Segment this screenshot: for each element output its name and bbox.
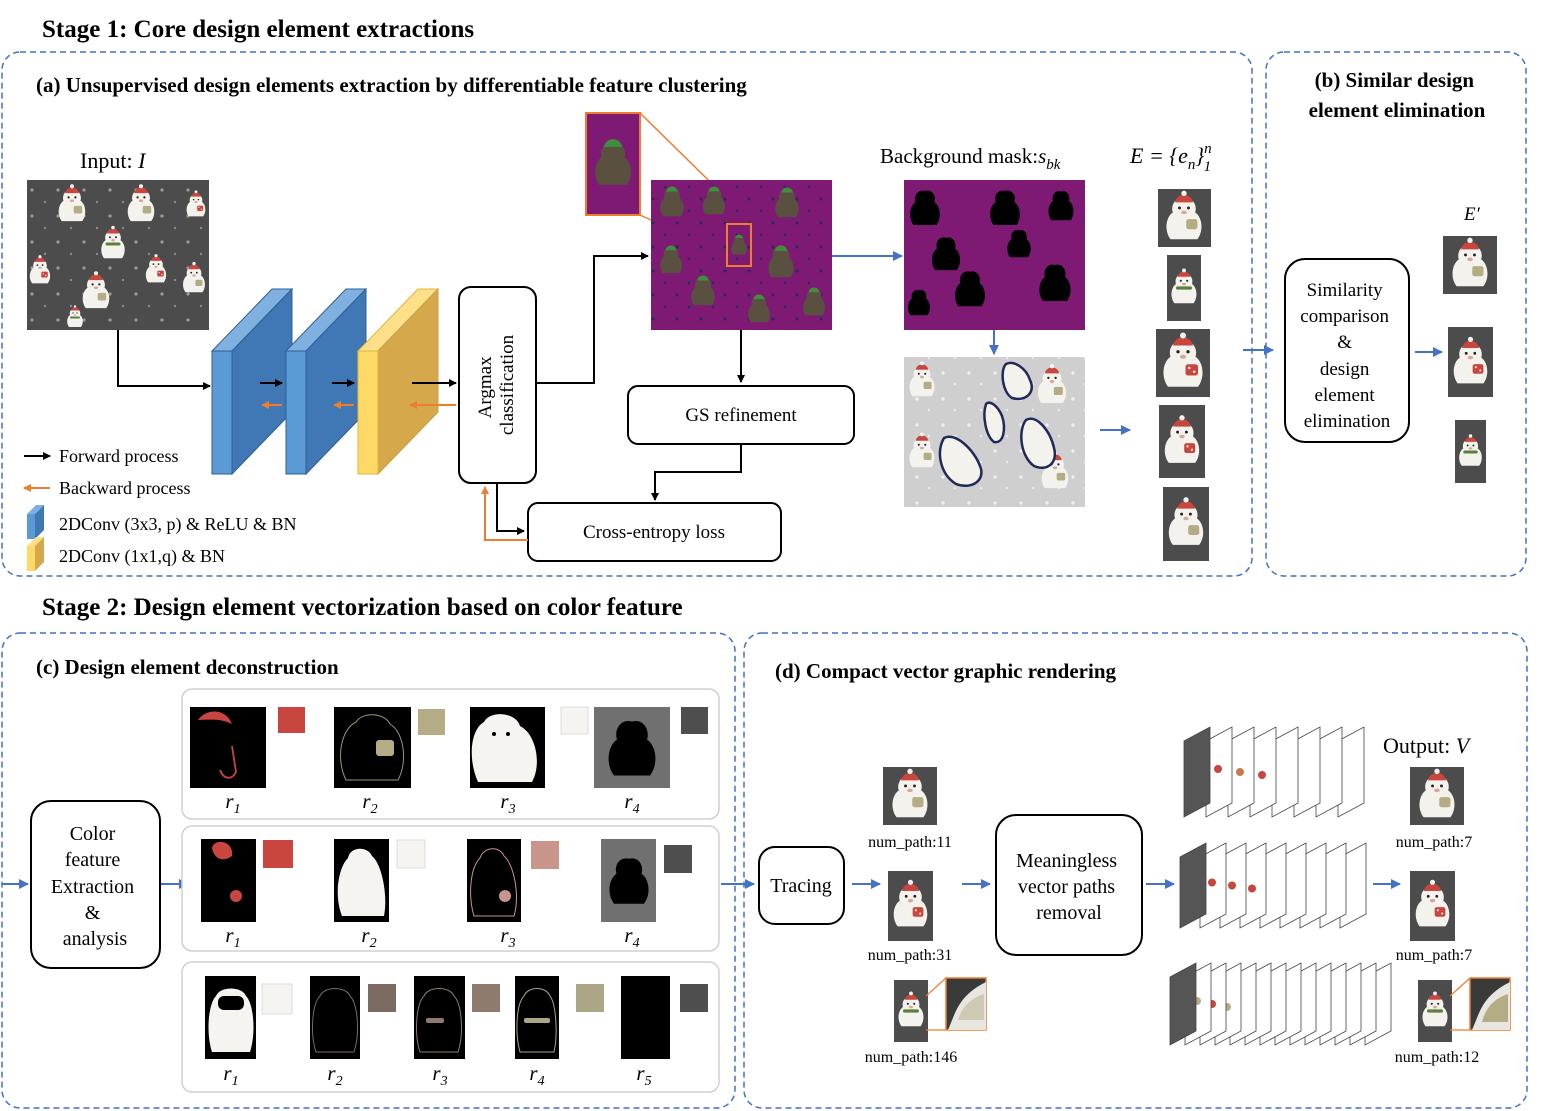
legend-conv3: 2DConv (3x3, p) & ReLU & BN [59, 514, 297, 535]
color-feature-label: Color feature Extraction & analysis [51, 823, 139, 950]
arrow-input-to-conv [117, 330, 211, 390]
layer-accent [1248, 884, 1256, 893]
row3-layers [205, 976, 708, 1059]
legend-forward: Forward process [59, 446, 178, 466]
num-path-out-3: num_path:12 [1395, 1049, 1479, 1066]
stage1-title: Stage 1: Core design element extractions [42, 16, 474, 43]
input-image [27, 180, 209, 330]
panel-d-title: (d) Compact vector graphic rendering [775, 659, 1117, 683]
cross-entropy-label: Cross-entropy loss [583, 522, 725, 543]
legend-conv1: 2DConv (1x1,q) & BN [59, 546, 225, 567]
panel-b-border [1265, 51, 1527, 577]
layer-sheet [1179, 842, 1207, 929]
input-label: Input: I [80, 148, 147, 173]
removal-box [995, 814, 1143, 956]
zoom-inset [585, 112, 752, 266]
tracing-label: Tracing [770, 875, 831, 897]
conv-block-1 [210, 287, 294, 476]
conv-block-3 [356, 287, 440, 476]
e-prime-label: E′ [1463, 204, 1481, 225]
layer-label: r3 [432, 1061, 447, 1089]
layer-labels: r1 r2 r3 r4 r1 r2 r3 r4 r1 r2 r3 r4 r5 [223, 789, 651, 1089]
layer-accent [1208, 878, 1216, 887]
output-label: Output: V [1383, 733, 1472, 758]
gs-refinement-label: GS refinement [685, 405, 797, 426]
layer-sheet [1183, 726, 1211, 818]
cluster-map [651, 180, 832, 330]
decomp-row-2 [181, 825, 720, 952]
stage2-title: Stage 2: Design element vectorization ba… [42, 594, 683, 621]
layer-label: r1 [223, 1061, 238, 1089]
layer-label: r4 [624, 789, 639, 817]
layer-stacks [1169, 726, 1392, 1046]
layer-label: r3 [500, 789, 515, 817]
color-feature-box [30, 800, 161, 969]
panel-b-title: (b) Similar design element elimination [1309, 68, 1486, 122]
unique-elements [1443, 236, 1497, 483]
layer-label: r3 [500, 923, 515, 951]
arrow-argmax-to-ce [496, 483, 525, 535]
cross-entropy-box [527, 502, 782, 562]
panel-c-title: (c) Design element deconstruction [36, 655, 339, 679]
legend-backward: Backward process [59, 478, 190, 498]
layer-label: r5 [636, 1061, 651, 1089]
layer-label: r1 [225, 789, 240, 817]
num-path-out-2: num_path:7 [1396, 947, 1472, 964]
back-arrow-ce-to-argmax [481, 486, 528, 541]
layer-label: r4 [624, 923, 639, 951]
num-path-in-2: num_path:31 [868, 947, 952, 964]
layer-label: r1 [225, 923, 240, 951]
layer-accent [1258, 771, 1266, 779]
row1-layers [190, 706, 708, 788]
panel-c-border [1, 632, 736, 1109]
layer-label: r2 [327, 1061, 342, 1089]
background-mask [904, 180, 1085, 330]
arrow-gs-to-ce [651, 444, 742, 501]
similarity-box [1284, 258, 1410, 443]
panel-a-border [1, 51, 1253, 577]
output-elements [1410, 767, 1511, 1042]
layer-accent [1214, 765, 1222, 773]
layer-sheet [1169, 962, 1197, 1046]
similarity-label: Similarity comparison & design element e… [1300, 280, 1393, 432]
layer-label: r2 [362, 789, 377, 817]
argmax-label: Argmax classification [475, 334, 518, 435]
conv-block-2 [284, 287, 368, 476]
layer-label: r4 [529, 1061, 544, 1089]
legend: Forward process Backward process 2DConv … [23, 446, 297, 571]
traced-elements [883, 767, 987, 1042]
num-path-out-1: num_path:7 [1396, 834, 1472, 851]
background-mask-label: Background mask:sbk [880, 144, 1061, 173]
num-path-in-1: num_path:11 [868, 834, 952, 851]
tracing-box [758, 846, 845, 925]
layer-accent [1236, 768, 1244, 776]
num-path-in-3: num_path:146 [865, 1049, 957, 1066]
extracted-elements [1156, 189, 1211, 561]
arrow-argmax-to-map [537, 252, 649, 384]
refined-outline-image [904, 357, 1085, 507]
panel-d-border [743, 632, 1528, 1109]
layer-label: r2 [361, 923, 376, 951]
panel-a-title: (a) Unsupervised design elements extract… [36, 73, 747, 97]
removal-label: Meaningless vector paths removal [1016, 850, 1122, 924]
row2-layers [201, 839, 692, 922]
layer-accent [1228, 881, 1236, 890]
